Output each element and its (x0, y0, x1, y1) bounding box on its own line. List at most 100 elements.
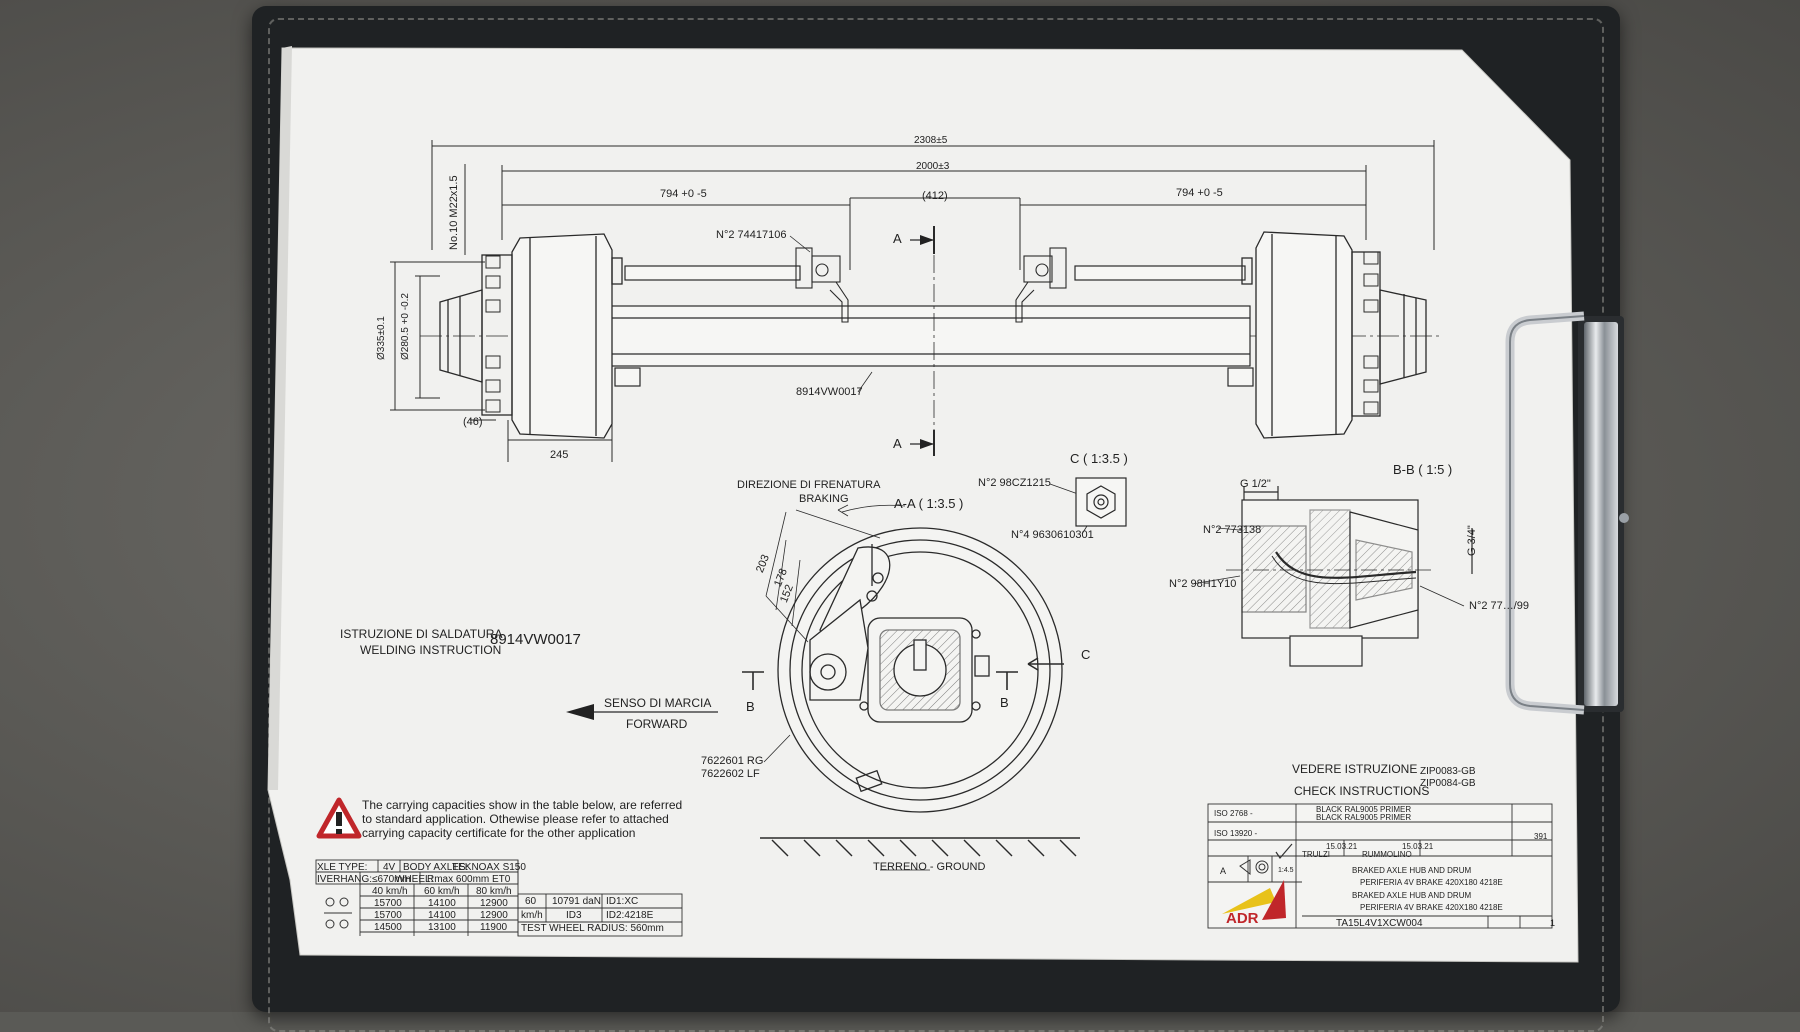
tb-tolerance-2: ISO 13920 - (1214, 829, 1258, 838)
section-b-label-left: B (746, 699, 755, 714)
cap-axle-type-label: XLE TYPE: (317, 862, 368, 873)
cap-speed-60: 60 km/h (424, 886, 460, 897)
axle-pictogram (324, 897, 352, 929)
section-c-label: C (1081, 647, 1091, 662)
detail-c-title: C ( 1:3.5 ) (1070, 451, 1128, 466)
brake-section-aa (777, 527, 1063, 813)
dim-overall: 2308±5 (914, 135, 948, 146)
ground-label: TERRENO - GROUND (873, 861, 986, 873)
cap-overhang: IVERHANG:≤670mm (317, 874, 411, 885)
axle-beam (607, 265, 1254, 387)
zip-ref-a: ZIP0083-GB (1420, 766, 1476, 777)
cap-r1-c1: 15700 (374, 898, 402, 909)
camshaft-bracket-right (1015, 247, 1067, 323)
warning-line-1: The carrying capacities show in the tabl… (362, 798, 683, 812)
signature-mark (1275, 843, 1293, 859)
section-b-label-right: B (1000, 695, 1009, 710)
cap-body-label: BODY AXLES: (403, 862, 469, 873)
thread-g12: G 1/2" (1240, 478, 1271, 490)
cap-side-speed: 60 (525, 896, 537, 907)
dim-stud: No.10 M22x1.5 (448, 175, 460, 250)
tb-date-drawn: 15.03.21 (1326, 842, 1358, 851)
tb-description-2: PERIFERIA 4V BRAKE 420X180 4218E (1360, 878, 1503, 887)
warning-line-3: carrying capacity certificate for the ot… (362, 826, 636, 840)
hub-section-bb (1226, 486, 1473, 667)
dim-bolt-circle: Ø335±0.1 (376, 316, 387, 360)
detail-c-nut (1075, 477, 1127, 527)
binder-clip (1505, 311, 1629, 715)
dim-center: (412) (922, 190, 948, 202)
dim-hub-offset: (46) (463, 416, 483, 428)
cap-r3-c2: 13100 (428, 922, 456, 933)
section-a-arrow-bottom (920, 439, 934, 449)
tb-checked-by: RUMMOLINO (1362, 850, 1412, 859)
dim-drum-width: 245 (550, 449, 569, 461)
aa-dimension-lines (765, 504, 906, 643)
callout-bracket: N°2 74417106 (716, 229, 787, 241)
tb-coating-1: BLACK RAL9005 PRIMER (1316, 805, 1412, 814)
cap-speed-80: 80 km/h (476, 886, 512, 897)
ground-line (760, 837, 1080, 857)
tb-description-4: PERIFERIA 4V BRAKE 420X180 4218E (1360, 903, 1503, 912)
dim-spigot: Ø280.5 +0 -0.2 (400, 293, 411, 360)
braking-direction-en: BRAKING (799, 493, 849, 505)
stud-nuts-right (1363, 251, 1379, 415)
cap-axle-type: 4V (383, 862, 396, 873)
title-block (1207, 803, 1553, 929)
section-bb-title: B-B ( 1:5 ) (1393, 462, 1453, 477)
section-a-label-bottom: A (893, 436, 902, 451)
camshaft-bracket-left (795, 247, 849, 323)
section-aa-title: A-A ( 1:3.5 ) (894, 496, 964, 511)
callout-98h1y10: N°2 98H1Y10 (1169, 578, 1237, 590)
lever-rg: 7622601 RG (701, 755, 764, 767)
tb-mass: 391 (1534, 832, 1548, 841)
tb-logo: ADR (1226, 910, 1259, 927)
check-instructions-en: CHECK INSTRUCTIONS (1294, 784, 1430, 798)
cap-r3-c1: 14500 (374, 922, 402, 933)
brake-drum-left (439, 233, 623, 439)
dimension-lines (390, 140, 1435, 462)
tb-date-checked: 15.03.21 (1402, 842, 1434, 851)
view-symbol-icon (1239, 859, 1269, 876)
callout-washer: N°4 9630610301 (1011, 529, 1094, 541)
cap-test-radius: TEST WHEEL RADIUS: 560mm (521, 923, 664, 934)
cap-side-load: 10791 daN (552, 896, 601, 907)
dim-right-offset: 794 +0 -5 (1176, 187, 1223, 199)
callout-axle-code: 8914VW0017 (796, 386, 863, 398)
warning-icon (316, 797, 362, 839)
tb-revision: 1 (1550, 918, 1556, 928)
cap-r1-c2: 14100 (428, 898, 456, 909)
stud-nuts-left (485, 255, 501, 413)
check-instructions-it: VEDERE ISTRUZIONE (1292, 762, 1418, 776)
tb-drawn-by: TRULZI (1302, 850, 1330, 859)
dim-track: 2000±3 (916, 161, 950, 172)
braking-direction-it: DIREZIONE DI FRENATURA (737, 479, 881, 491)
cap-body: TEKNOAX S150 (452, 862, 526, 873)
tb-description-1: BRAKED AXLE HUB AND DRUM (1352, 866, 1472, 875)
callout-773138: N°2 773138 (1203, 524, 1262, 536)
adr-logo-mark (1222, 880, 1286, 920)
cap-side-id3: ID3 (566, 910, 582, 921)
paper-shadow-edge (268, 46, 292, 790)
cap-side-unit: km/h (521, 910, 543, 921)
cap-wheel-label: WHEEL: (395, 874, 434, 885)
zip-ref-b: ZIP0084-GB (1420, 778, 1476, 789)
warning-line-2: to standard application. Othewise please… (362, 812, 669, 826)
tb-scale: 1:4.5 (1278, 867, 1294, 874)
brake-drum-right (1241, 231, 1427, 439)
cap-side-id1: ID1:XC (606, 896, 639, 907)
section-b-c-marks (742, 657, 1064, 690)
tb-sheet-size: A (1220, 866, 1227, 876)
tb-coating-2: BLACK RAL9005 PRIMER (1316, 813, 1412, 822)
tb-tolerance-1: ISO 2768 - (1214, 809, 1253, 818)
section-a-arrow-top (920, 235, 934, 245)
cap-r2-c2: 14100 (428, 910, 456, 921)
cap-r3-c3: 11900 (480, 922, 508, 933)
forward-arrow-head (566, 704, 594, 720)
travel-direction-en: FORWARD (626, 717, 688, 731)
cap-speed-40: 40 km/h (372, 886, 408, 897)
travel-direction-it: SENSO DI MARCIA (604, 696, 712, 710)
callout-77: N°2 77…/99 (1469, 600, 1530, 612)
thread-g34: G 3/4" (1466, 525, 1478, 556)
